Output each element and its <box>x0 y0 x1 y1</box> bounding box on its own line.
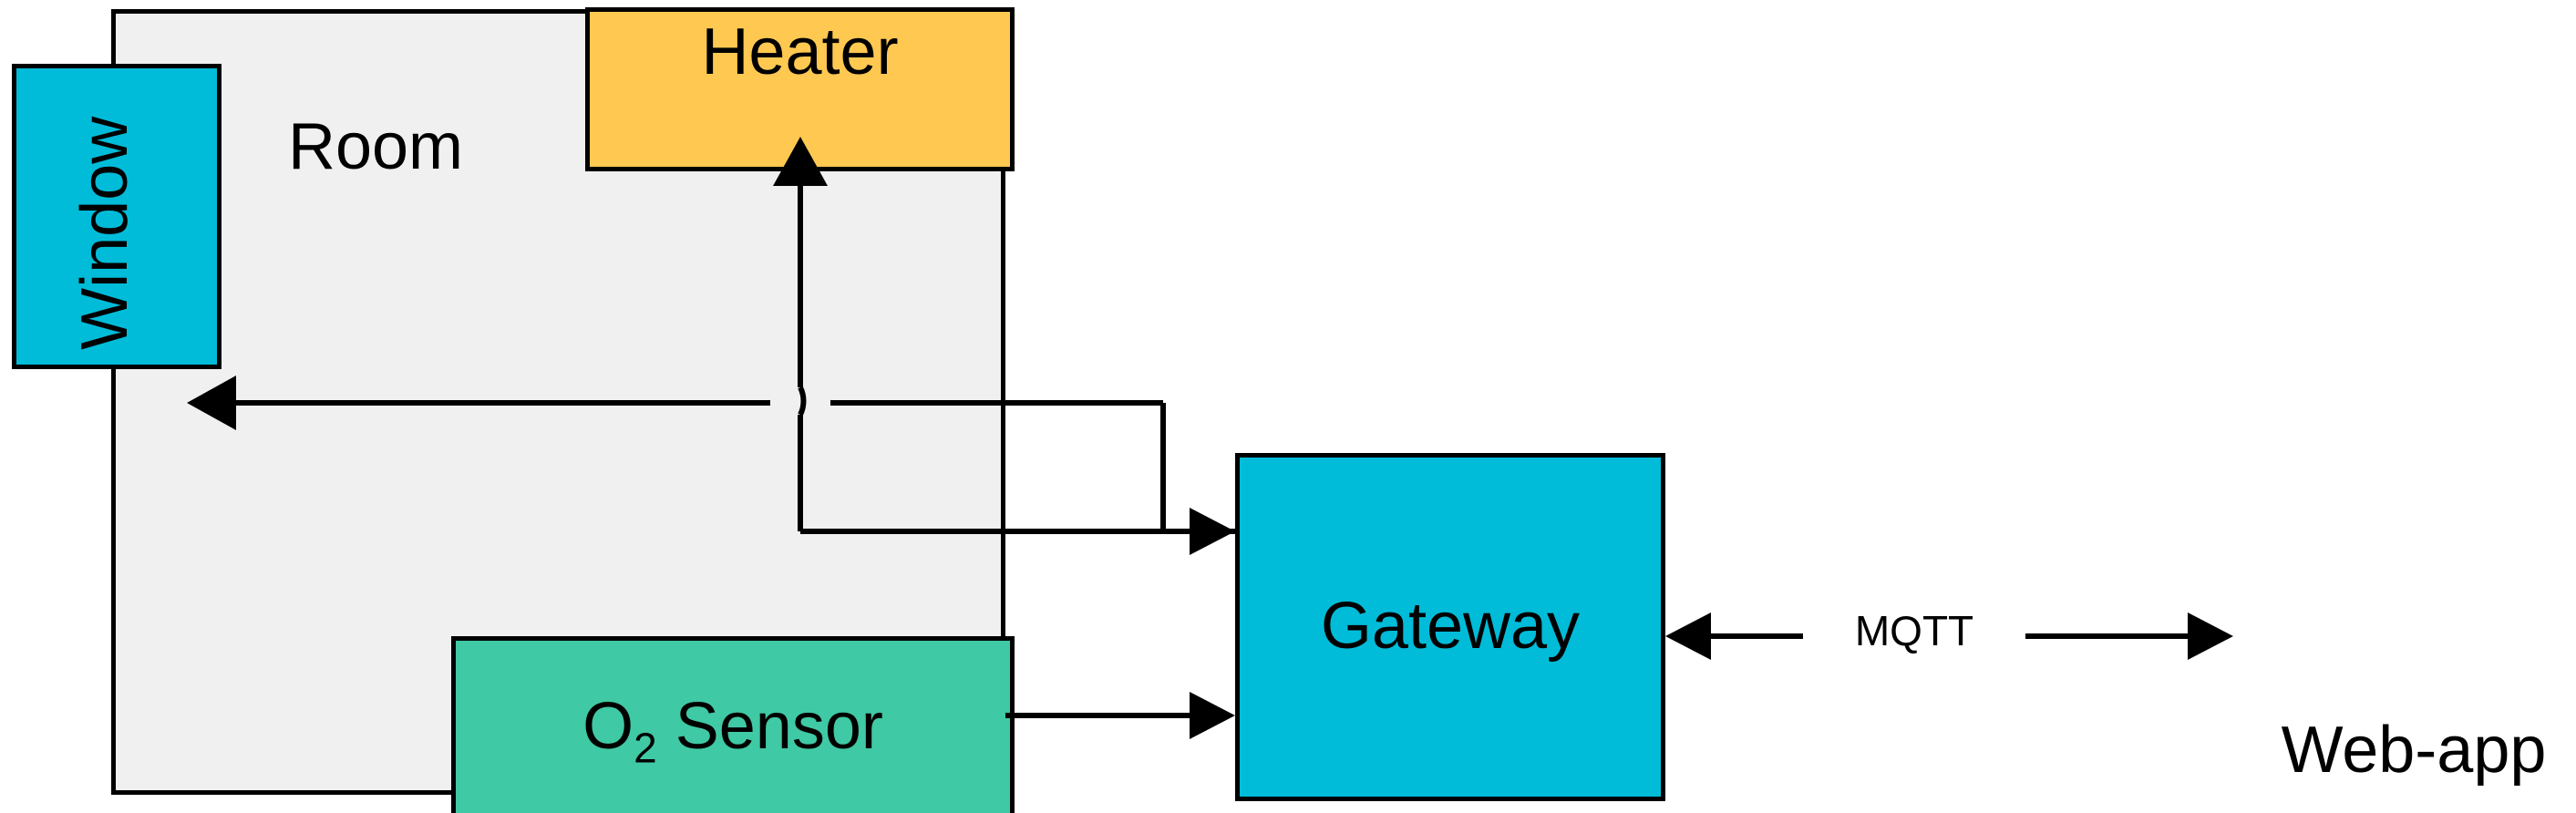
edge-mqtt-right-arrowhead <box>2188 612 2233 660</box>
window-label: Window <box>68 116 142 350</box>
o2-sensor-label-subscript: 2 <box>634 724 657 772</box>
web-app-module-label: Web-app module <box>2251 567 2576 813</box>
edge-sensor-to-gateway-arrowhead <box>1190 692 1235 739</box>
web-app-module-label-line1: Web-app <box>2281 714 2547 787</box>
window-box[interactable] <box>12 64 222 369</box>
mqtt-edge-label: MQTT <box>1854 607 1974 654</box>
o2-sensor-label-element: O <box>582 690 634 763</box>
room-label: Room <box>287 110 464 183</box>
o2-sensor-label-suffix: Sensor <box>656 690 883 763</box>
o2-sensor-box[interactable] <box>451 636 1015 813</box>
edge-mqtt-left-arrowhead <box>1665 612 1711 660</box>
heater-label: Heater <box>701 15 899 88</box>
gateway-box[interactable] <box>1235 453 1665 801</box>
edge-line-hop-arc <box>798 386 807 417</box>
edge-heater-line-gateway-arrowhead <box>1190 508 1235 555</box>
gateway-label: Gateway <box>1320 590 1581 663</box>
o2-sensor-label: O2 Sensor <box>451 690 1015 772</box>
